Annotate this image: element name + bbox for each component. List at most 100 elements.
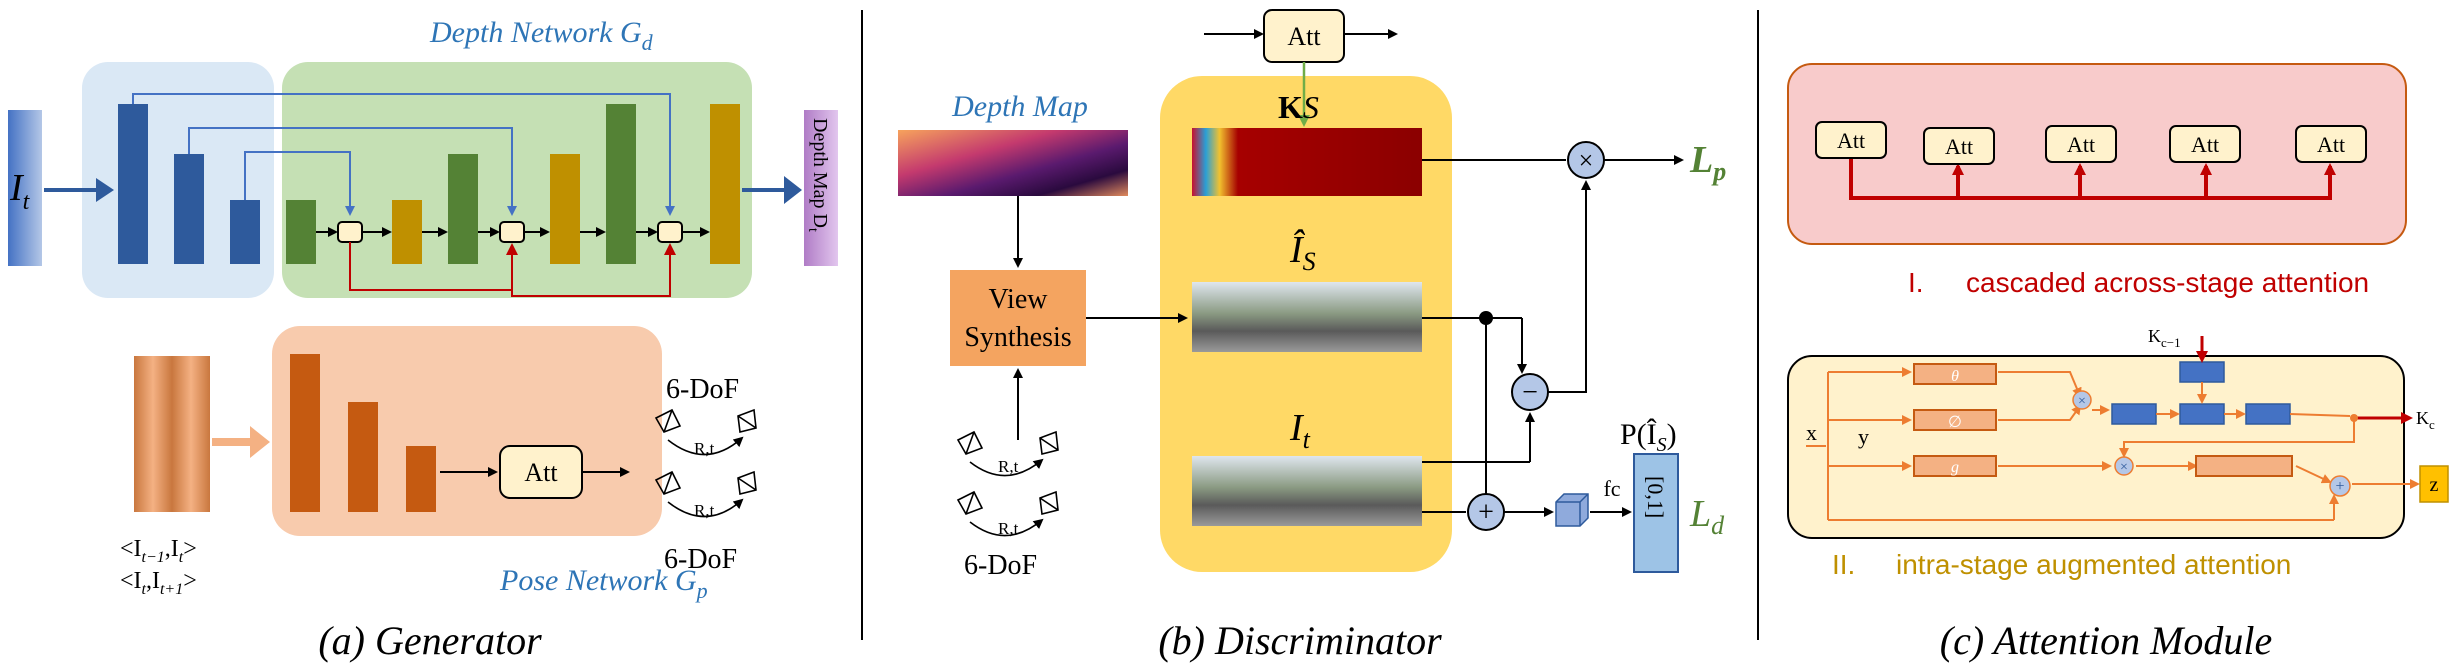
cascade-att-box (2295, 125, 2367, 163)
decoder-bar (606, 104, 636, 264)
camera-pose-icon (654, 408, 757, 518)
dof-label: 6-DoF (964, 550, 1037, 581)
pose-network-title: Pose Network Gp (499, 564, 708, 603)
phi-box (1913, 409, 1997, 431)
z-box (2419, 465, 2449, 503)
dof-label: 6-DoF (664, 544, 737, 575)
cascade-att-box (2045, 125, 2117, 163)
multiply-symbol: × (2120, 460, 2128, 475)
decoder-bar (710, 104, 740, 264)
output-arrow (742, 176, 802, 204)
g-label: g (1951, 459, 1959, 476)
target-image (1192, 456, 1422, 526)
cascade-att-box (1923, 127, 1995, 165)
rt-label: R,t (694, 501, 715, 520)
multiply-node (2114, 456, 2134, 476)
skip-connection (188, 127, 517, 216)
ld-label: Ld (1689, 493, 1725, 540)
pose-bar (406, 446, 436, 512)
attention-caption: (c) Attention Module (1940, 618, 2273, 663)
add-symbol: + (2335, 478, 2344, 495)
g-box (1913, 455, 1997, 477)
discriminator-panel: Att Depth Map View Synthesis R,t R,t 6-D… (898, 9, 1726, 663)
phi-label: ∅ (1948, 414, 1962, 431)
fusion-node (657, 221, 683, 243)
intra-connections (1806, 367, 2420, 521)
skip-connection (132, 93, 675, 216)
decoder-bar (448, 154, 478, 264)
range-label: [0,1] (1643, 476, 1668, 518)
skip-connection (244, 151, 355, 216)
decoder-bar (286, 200, 316, 264)
k-label: KS (1278, 89, 1319, 125)
disc-att-label: Att (1287, 22, 1321, 51)
pose-bar (290, 354, 320, 512)
attention-feedback (511, 243, 676, 297)
frame-pair-label: <It−1,It> (120, 536, 197, 566)
discriminator-caption: (b) Discriminator (1158, 618, 1442, 663)
flow-line (2289, 413, 2351, 417)
decoder-bar (550, 154, 580, 264)
attention-panel: Att Att Att Att Att I. cascaded across-s… (1787, 63, 2449, 663)
view-synthesis-box (950, 270, 1086, 366)
flow-arrow (1548, 180, 1591, 393)
add-node (2329, 475, 2351, 497)
x-label: x (1806, 420, 1817, 445)
z-label: z (2430, 474, 2439, 496)
junction-dot (2350, 414, 2358, 422)
theta-box (1913, 363, 1997, 385)
output-conv-box (2195, 455, 2293, 477)
i-hat-label: ÎS (1289, 229, 1316, 276)
add-symbol: + (1478, 497, 1494, 528)
dof-label: 6-DoF (666, 374, 739, 405)
input-frame-pair (134, 356, 172, 512)
intra-background (1787, 355, 2405, 539)
depth-map-image (898, 130, 1128, 196)
attention-block (2179, 361, 2225, 383)
input-label: It (9, 167, 31, 215)
rt-label: R,t (998, 519, 1019, 538)
frame-pair-label: <It,It+1> (120, 568, 197, 598)
feature-cube (1555, 493, 1589, 527)
rt-label: R,t (998, 457, 1019, 476)
rt-label: R,t (694, 439, 715, 458)
kc-label: Kc (2416, 408, 2435, 432)
attention-block (2111, 403, 2157, 425)
multiply-node (2072, 390, 2092, 410)
cascaded-chain (1849, 144, 2336, 200)
camera-pose-icon (956, 430, 1059, 537)
input-frame-pair (172, 356, 210, 512)
fusion-node (499, 221, 525, 243)
probability-label: P(ÎS) (1620, 418, 1677, 456)
depth-map-label: Depth Map Dt (805, 118, 831, 232)
view-synthesis-label: Synthesis (964, 322, 1071, 353)
attention-map-image (1192, 128, 1422, 196)
cascaded-title: cascaded across-stage attention (1966, 267, 2369, 298)
intra-number: II. (1832, 549, 1855, 580)
fc-label: fc (1603, 476, 1620, 501)
cascade-att-label: Att (2191, 132, 2219, 157)
attention-block (2245, 403, 2291, 425)
generator-panel: Depth Network Gd It (8, 16, 838, 663)
multiply-symbol: × (1579, 146, 1594, 175)
encoder-bar (118, 104, 148, 264)
generator-caption: (a) Generator (318, 618, 542, 663)
pose-input-arrow (212, 426, 270, 458)
encoder-bar (174, 154, 204, 264)
depth-map-output (804, 110, 838, 266)
decoder-bar (392, 200, 422, 264)
intra-title: intra-stage augmented attention (1896, 549, 2291, 580)
attention-block (2179, 403, 2225, 425)
lp-label: Lp (1689, 139, 1726, 186)
cascade-att-label: Att (2317, 132, 2345, 157)
cascade-att-label: Att (1837, 128, 1865, 153)
fusion-node (337, 221, 363, 243)
cascade-att-label: Att (2067, 132, 2095, 157)
pose-bar (348, 402, 378, 512)
it-label: It (1289, 407, 1311, 454)
cascade-att-box (2169, 125, 2241, 163)
synthesized-image (1192, 282, 1422, 352)
depth-network-title: Depth Network Gd (429, 16, 654, 55)
pose-network-background (272, 326, 662, 536)
